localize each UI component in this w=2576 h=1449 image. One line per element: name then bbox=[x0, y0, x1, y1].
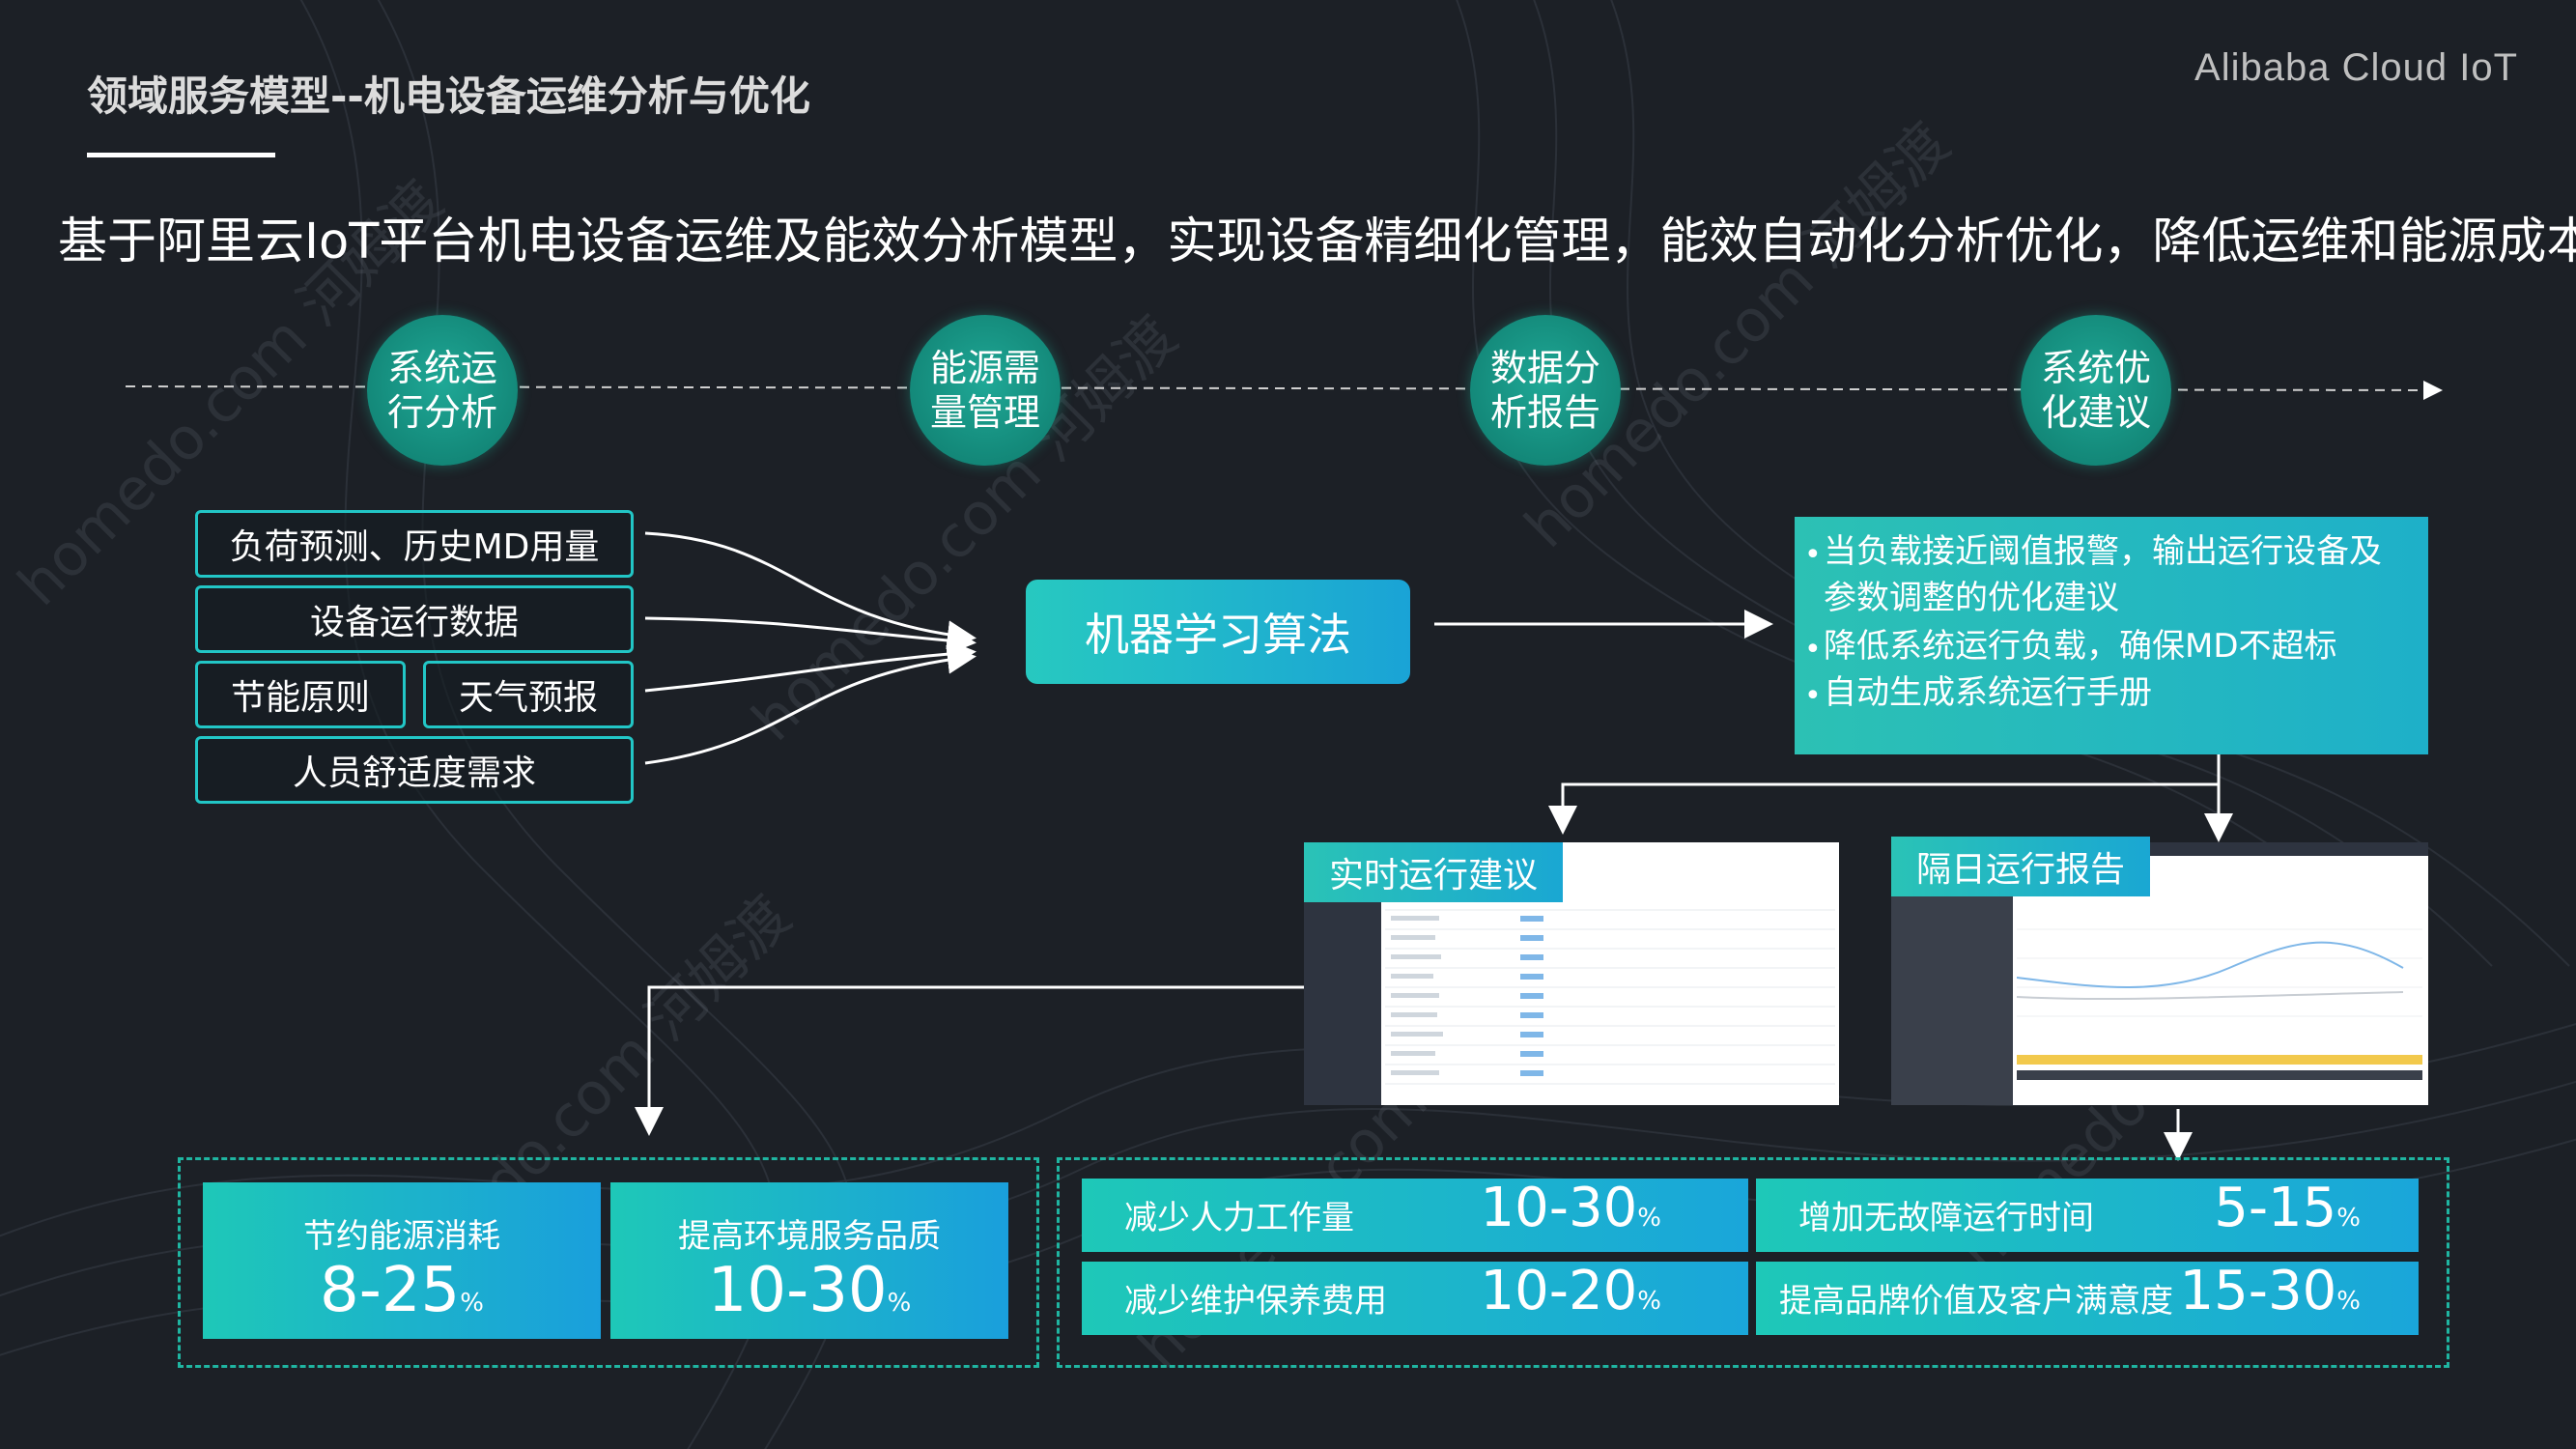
screenshot-sidebar bbox=[1891, 856, 2013, 1105]
result-brand-value: 提高品牌价值及客户满意度 15-30% bbox=[1756, 1260, 2419, 1335]
input-comfort: 人员舒适度需求 bbox=[195, 736, 634, 804]
stage-data-report: 数据分析报告 bbox=[1470, 315, 1621, 466]
brand-label: Alibaba Cloud IoT bbox=[2194, 46, 2518, 89]
advice-item: 降低系统运行负载，确保MD不超标 bbox=[1804, 623, 2336, 673]
advice-box: 当负载接近阈值报警，输出运行设备及参数调整的优化建议 降低系统运行负载，确保MD… bbox=[1795, 517, 2428, 754]
result-maintenance-reduction: 减少维护保养费用 10-20% bbox=[1082, 1260, 1748, 1335]
nextday-report-tag: 隔日运行报告 bbox=[1891, 837, 2150, 896]
input-load-forecast: 负荷预测、历史MD用量 bbox=[195, 510, 634, 578]
input-weather: 天气预报 bbox=[423, 661, 634, 728]
stage-system-analysis: 系统运行分析 bbox=[367, 315, 518, 466]
headline: 基于阿里云IoT平台机电设备运维及能效分析模型，实现设备精细化管理，能效自动化分… bbox=[58, 213, 2576, 270]
result-environment-quality: 提高环境服务品质 10-30% bbox=[610, 1182, 1008, 1339]
advice-item: 自动生成系统运行手册 bbox=[1804, 669, 2152, 720]
result-uptime-increase: 增加无故障运行时间 5-15% bbox=[1756, 1177, 2419, 1252]
result-energy-saving: 节约能源消耗 8-25% bbox=[203, 1182, 601, 1339]
stage-energy-demand: 能源需量管理 bbox=[910, 315, 1061, 466]
results-group-left bbox=[178, 1157, 1039, 1368]
result-labor-reduction: 减少人力工作量 10-30% bbox=[1082, 1177, 1748, 1252]
realtime-advice-tag: 实时运行建议 bbox=[1304, 842, 1563, 902]
advice-item: 当负载接近阈值报警，输出运行设备及参数调整的优化建议 bbox=[1804, 528, 2413, 621]
screenshot-chart-graphic bbox=[2017, 928, 2422, 1080]
input-equipment-data: 设备运行数据 bbox=[195, 585, 634, 653]
ml-algorithm-box: 机器学习算法 bbox=[1026, 580, 1410, 684]
page-title: 领域服务模型--机电设备运维分析与优化 bbox=[87, 72, 810, 120]
input-energy-principle: 节能原则 bbox=[195, 661, 406, 728]
title-underline bbox=[87, 153, 275, 157]
stage-optimization: 系统优化建议 bbox=[2021, 315, 2171, 466]
results-group-right bbox=[1057, 1157, 2449, 1368]
screenshot-table-graphic bbox=[1385, 909, 1835, 1085]
